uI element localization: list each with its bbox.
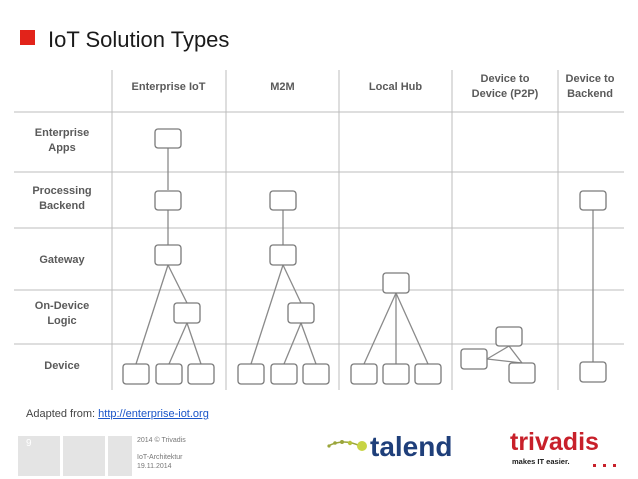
row-label-processing-backend: Processing Backend xyxy=(32,185,92,212)
col-header-local-hub: Local Hub xyxy=(368,81,423,93)
m2m-device-node xyxy=(302,363,330,385)
p2p-device-node xyxy=(460,348,488,370)
talend-swoosh-icon xyxy=(327,440,367,451)
row-label-on-device-logic: On-Device Logic xyxy=(34,300,90,327)
trivadis-wordmark: trivadis xyxy=(510,428,599,456)
hub-device-node xyxy=(382,363,410,385)
footer-tile xyxy=(18,436,60,476)
m2m-gateway-node xyxy=(269,244,297,266)
page-title: IoT Solution Types xyxy=(48,27,230,52)
node-boxes xyxy=(122,128,607,385)
row-label-device: Device xyxy=(44,360,80,372)
eiot-apps-node xyxy=(154,128,182,149)
source-note: Adapted from: http://enterprise-iot.org xyxy=(26,408,209,420)
m2m-backend-node xyxy=(269,190,297,211)
footer-copyright: 2014 © Trivadis xyxy=(137,437,186,444)
d2b-backend-node xyxy=(579,190,607,211)
footer-tile xyxy=(108,436,132,476)
trivadis-tagline: makes IT easier. xyxy=(512,457,570,466)
footer-tile xyxy=(63,436,105,476)
eiot-backend-node xyxy=(154,190,182,211)
eiot-logic-node xyxy=(173,302,201,324)
eiot-device-node xyxy=(122,363,150,385)
talend-logo: talend xyxy=(327,431,452,462)
title-bullet xyxy=(20,30,35,45)
row-label-enterprise-apps: Enterprise Apps xyxy=(34,127,90,154)
trivadis-logo: trivadis makes IT easier. xyxy=(510,428,616,467)
col-header-backend: Device to Backend xyxy=(565,73,615,100)
m2m-device-node xyxy=(270,363,298,385)
eiot-device-node xyxy=(187,363,215,385)
col-header-p2p: Device to Device (P2P) xyxy=(471,73,539,100)
p2p-device-node xyxy=(508,362,536,384)
p2p-device-node xyxy=(495,326,523,347)
talend-wordmark: talend xyxy=(370,431,452,462)
trivadis-dots-icon xyxy=(593,464,616,467)
col-header-m2m: M2M xyxy=(270,81,295,93)
footer-date: 19.11.2014 xyxy=(137,463,172,470)
m2m-logic-node xyxy=(287,302,315,324)
m2m-device-node xyxy=(237,363,265,385)
hub-device-node xyxy=(414,363,442,385)
footer-subject: IoT-Architektur xyxy=(137,454,183,461)
hub-device-node xyxy=(350,363,378,385)
col-header-enterprise-iot: Enterprise IoT xyxy=(131,81,206,93)
d2b-device-node xyxy=(579,361,607,383)
source-link[interactable]: http://enterprise-iot.org xyxy=(98,408,209,420)
grid-lines xyxy=(14,70,624,390)
source-prefix: Adapted from: xyxy=(26,408,99,420)
row-label-gateway: Gateway xyxy=(39,254,85,266)
eiot-device-node xyxy=(155,363,183,385)
page-number: 9 xyxy=(26,438,32,449)
eiot-gateway-node xyxy=(154,244,182,266)
hub-node xyxy=(382,272,410,294)
connector-lines xyxy=(135,148,594,365)
